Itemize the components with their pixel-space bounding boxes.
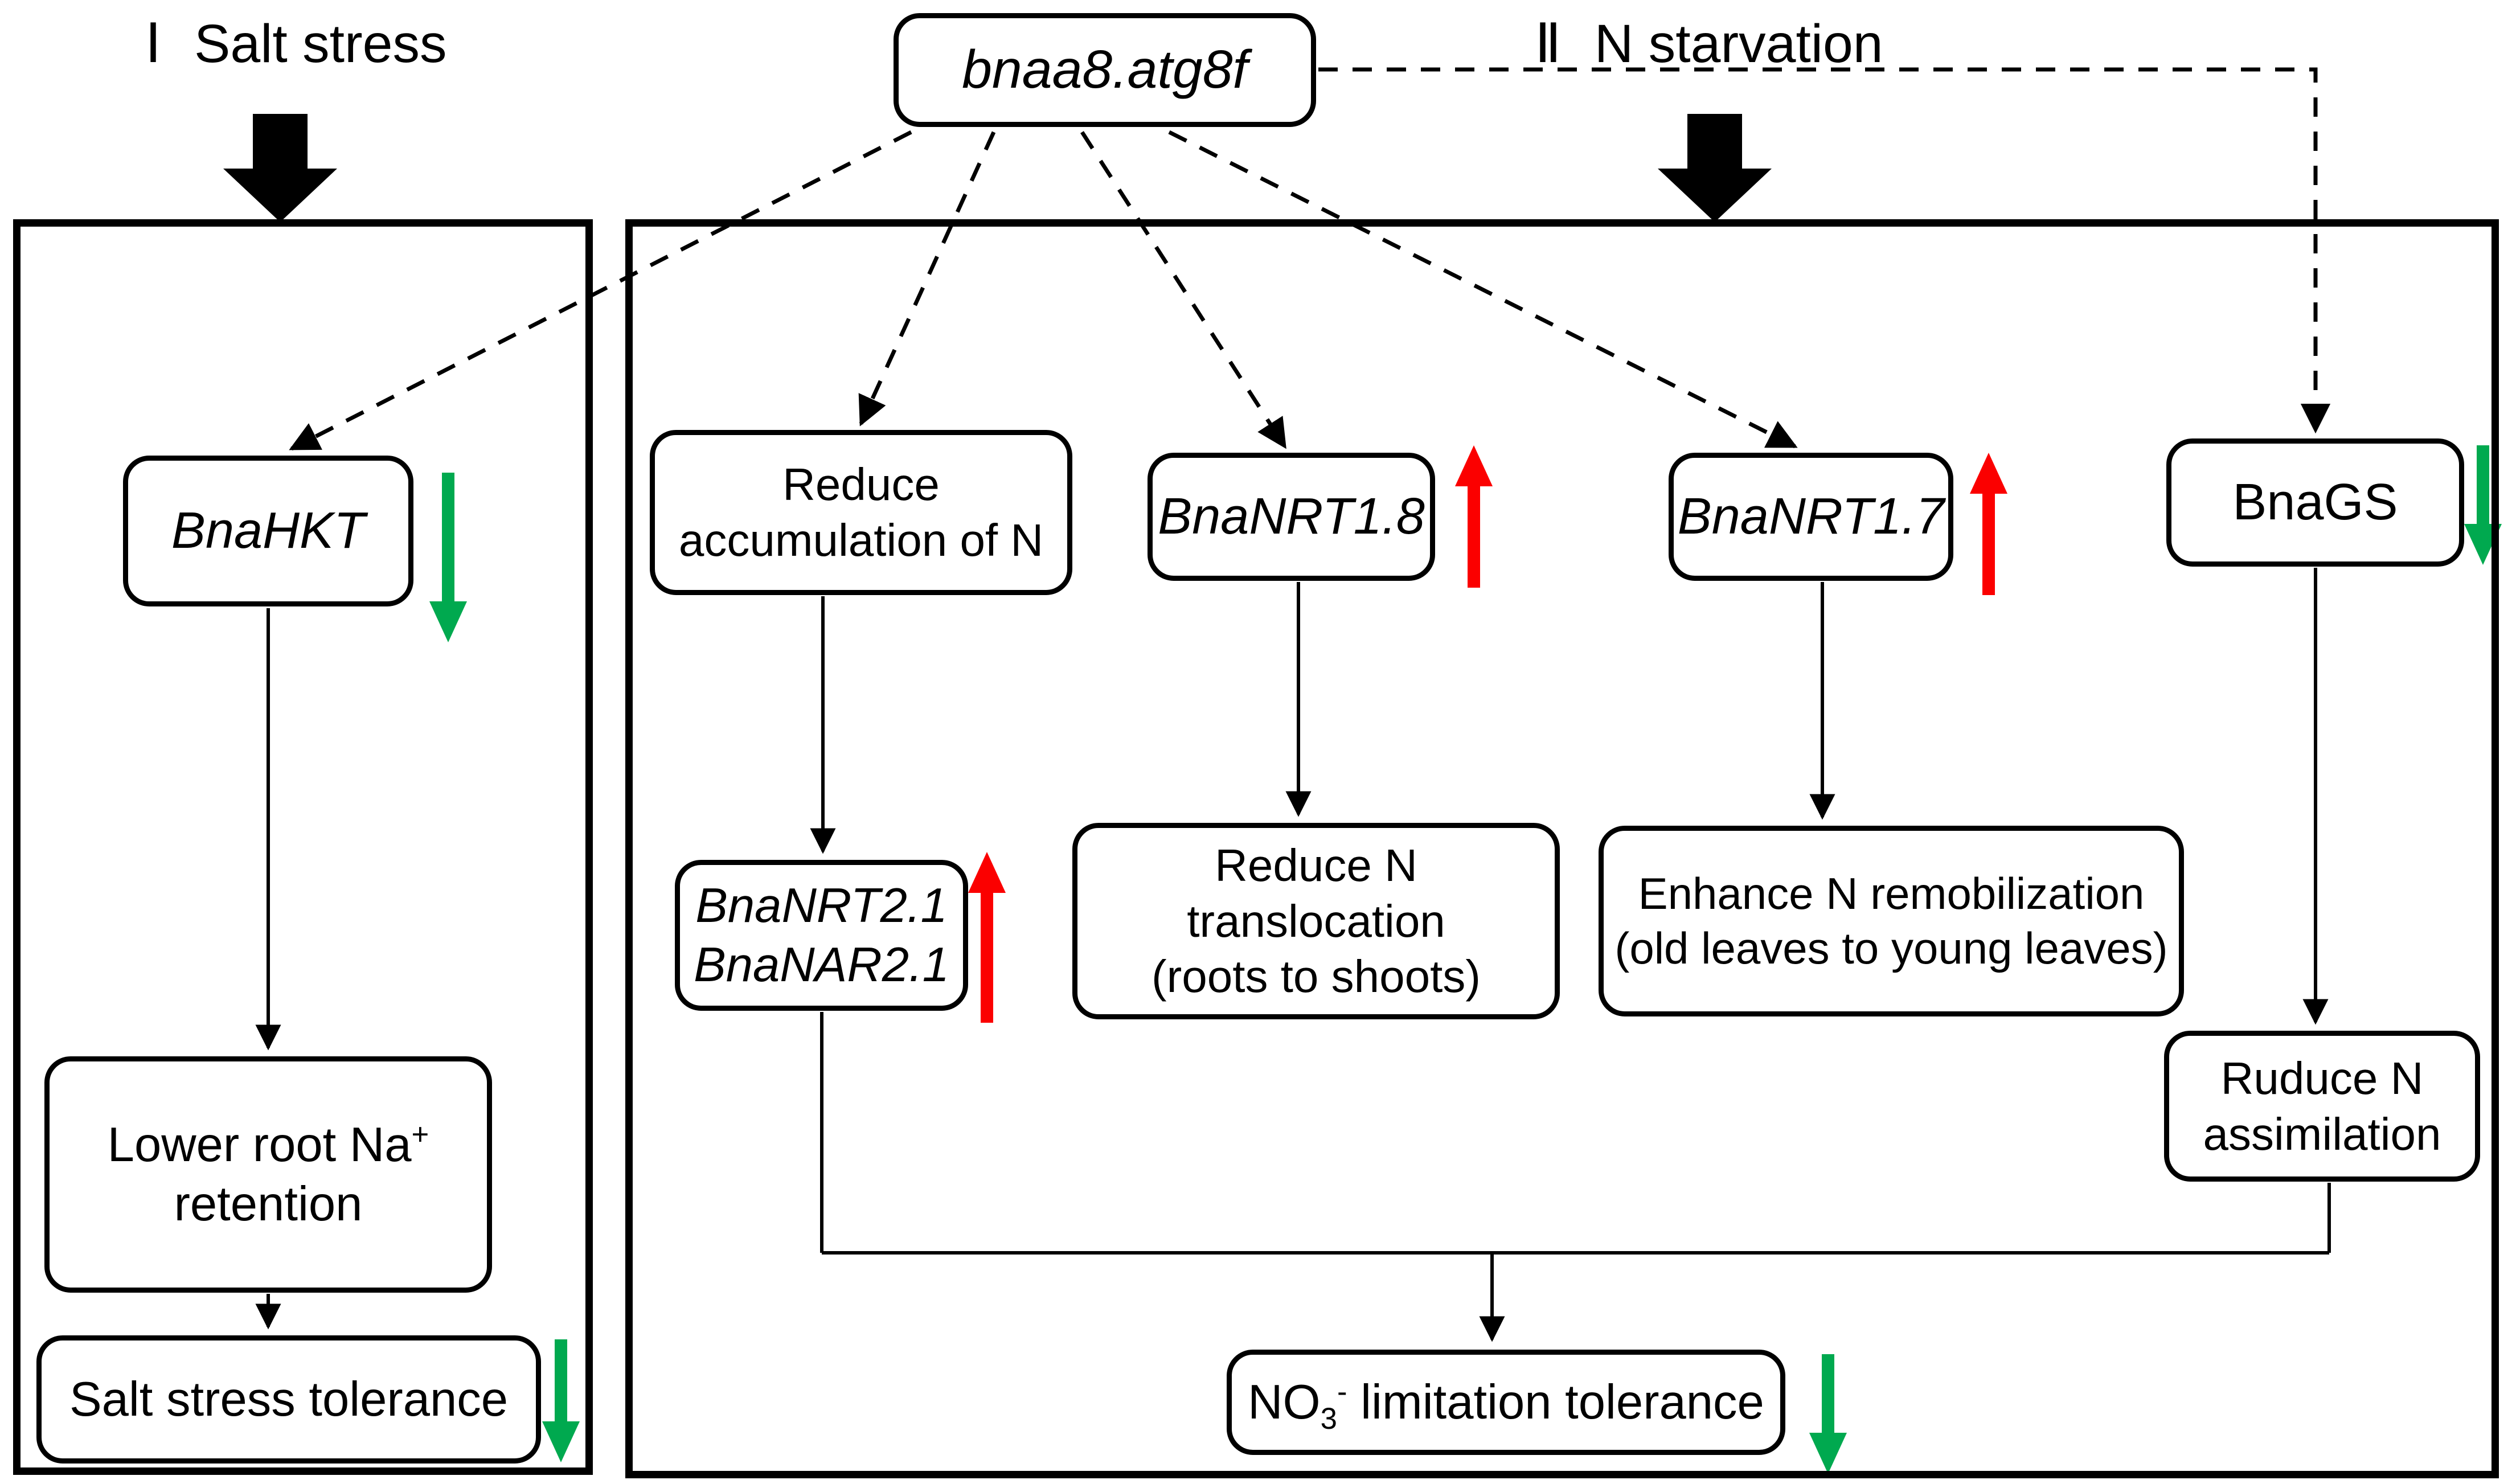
node-label-line1: Reduce N <box>1215 840 1417 891</box>
node-label-line2: retention <box>174 1176 363 1231</box>
node-bnanrt1-7: BnaNRT1.7 <box>1669 453 1953 581</box>
superscript-minus: - <box>1337 1375 1347 1409</box>
node-label: BnaNRT1.8 <box>1158 487 1425 545</box>
dashed-to-reduce-accumulation <box>858 131 996 427</box>
node-ruduce-n-assimilation: Ruduce N assimilation <box>2164 1031 2480 1182</box>
node-label-line1: Ruduce N <box>2220 1052 2424 1104</box>
roman-numeral-one: Ⅰ <box>145 14 162 74</box>
hkt-down-arrow-icon <box>429 473 467 642</box>
node-salt-stress-tolerance: Salt stress tolerance <box>36 1335 541 1463</box>
superscript-plus: + <box>411 1117 429 1151</box>
dashed-connectors <box>289 67 2331 451</box>
section-heading-n-starvation: Ⅱ N starvation <box>1535 13 1883 75</box>
section-label: N starvation <box>1594 14 1883 74</box>
node-bnahkt: BnaHKT <box>123 456 413 606</box>
node-no3-limitation-tolerance: NO3- limitation tolerance <box>1227 1350 1785 1455</box>
section-heading-salt-stress: Ⅰ Salt stress <box>145 13 447 75</box>
node-label: Salt stress tolerance <box>69 1372 509 1426</box>
nrt17-up-arrow-icon <box>1970 453 2007 595</box>
nrt18-up-arrow-icon <box>1455 445 1493 588</box>
node-label: BnaGS <box>2232 473 2398 531</box>
node-bnaa8-atg8f: bnaa8.atg8f <box>894 13 1316 127</box>
salt-stress-block-arrow-icon <box>223 114 337 222</box>
dashed-to-bnags <box>1318 67 2331 434</box>
n-starvation-block-arrow-icon <box>1658 114 1772 222</box>
solid-connectors <box>255 568 2331 1342</box>
node-label: bnaa8.atg8f <box>962 39 1248 100</box>
salt-stress-panel <box>13 219 593 1475</box>
node-label-line2: BnaNAR2.1 <box>694 937 949 992</box>
node-bnanrt1-8: BnaNRT1.8 <box>1148 453 1435 581</box>
n-starvation-panel <box>625 219 2499 1478</box>
node-reduce-accumulation-of-n: Reduce accumulation of N <box>650 430 1072 595</box>
block-arrows <box>223 114 1772 222</box>
node-label-line3: (roots to shoots) <box>1151 951 1481 1002</box>
node-label-line1: Enhance N remobilization <box>1638 868 2145 919</box>
node-bnags: BnaGS <box>2166 438 2464 567</box>
node-reduce-n-translocation: Reduce N translocation (roots to shoots) <box>1072 823 1560 1019</box>
node-label-line1: Reduce <box>782 459 940 510</box>
node-enhance-n-remobilization: Enhance N remobilization (old leaves to … <box>1599 826 2184 1016</box>
up-regulation-arrows <box>968 445 2007 1023</box>
dashed-to-bnanrt17 <box>1168 130 1798 449</box>
dashed-to-bnahkt <box>289 130 912 451</box>
salttol-down-arrow-icon <box>542 1339 580 1462</box>
node-lower-root-na-retention: Lower root Na+ retention <box>44 1056 492 1293</box>
dashed-to-bnanrt18 <box>1080 131 1286 449</box>
node-label-line2: accumulation of N <box>678 515 1044 565</box>
node-label-line1: Lower root Na+ <box>107 1117 429 1172</box>
node-label-line2: translocation <box>1187 895 1445 946</box>
node-label: NO3- limitation tolerance <box>1248 1375 1764 1436</box>
subscript-three: 3 <box>1320 1401 1337 1436</box>
no3-down-arrow-icon <box>1809 1354 1847 1474</box>
nrt21-up-arrow-icon <box>968 852 1006 1023</box>
section-label: Salt stress <box>194 14 447 74</box>
node-label: BnaNRT1.7 <box>1677 487 1945 545</box>
node-bnanrt2-1-bnanar2-1: BnaNRT2.1 BnaNAR2.1 <box>675 860 968 1011</box>
roman-numeral-two: Ⅱ <box>1535 14 1562 74</box>
node-label: BnaHKT <box>171 502 366 559</box>
node-label-line1: BnaNRT2.1 <box>695 878 948 933</box>
node-label-line2: assimilation <box>2203 1108 2441 1159</box>
node-label-line2: (old leaves to young leaves) <box>1614 923 2168 973</box>
